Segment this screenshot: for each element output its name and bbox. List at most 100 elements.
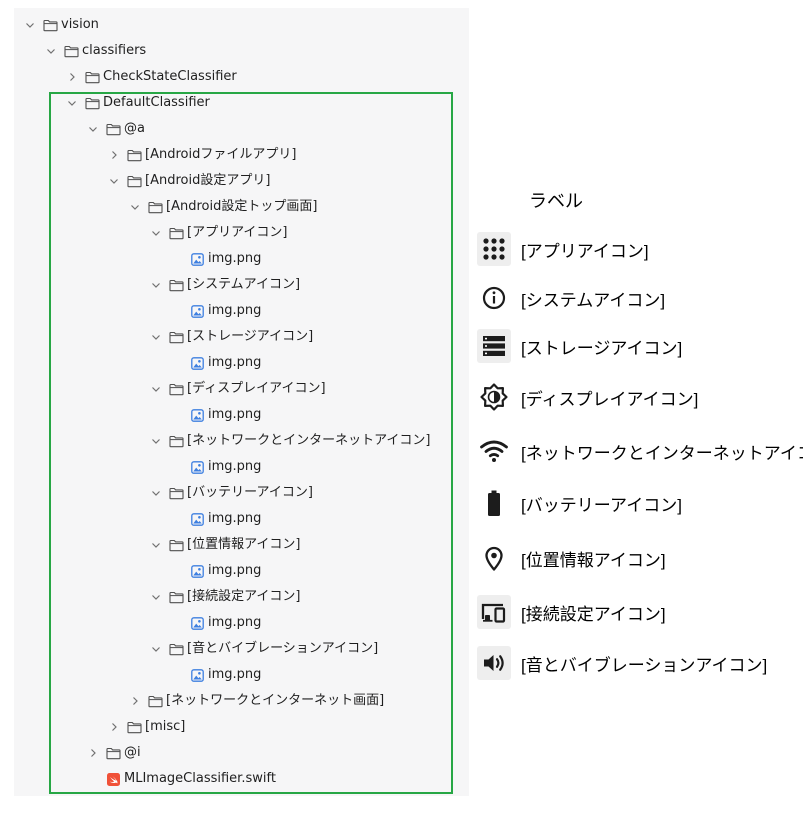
tree-folder-row[interactable]: [Androidファイルアプリ] [106,142,296,168]
tree-item-label: [バッテリーアイコン] [187,485,313,500]
image-file-icon [189,511,205,527]
chevron-down-icon[interactable] [148,589,164,605]
chevron-down-icon[interactable] [148,641,164,657]
legend-item-label: [音とバイブレーションアイコン] [521,655,768,675]
legend-item-label: [システムアイコン] [521,290,666,310]
tree-folder-row[interactable]: vision [22,12,99,38]
chevron-right-icon[interactable] [106,719,122,735]
tree-item-label: @a [124,121,145,136]
tree-file-row[interactable]: img.png [169,298,261,324]
chevron-right-icon[interactable] [127,693,143,709]
legend-title: ラベル [529,191,583,211]
tree-file-row[interactable]: img.png [169,662,261,688]
chevron-down-icon[interactable] [22,17,38,33]
legend-item-label: [アプリアイコン] [521,241,649,261]
chevron-down-icon[interactable] [43,43,59,59]
folder-icon [168,589,184,605]
tree-item-label: [位置情報アイコン] [187,537,301,552]
tree-file-row[interactable]: img.png [169,246,261,272]
chevron-down-icon[interactable] [127,199,143,215]
tree-folder-row[interactable]: [Android設定トップ画面] [127,194,317,220]
tree-file-row[interactable]: MLImageClassifier.swift [85,766,276,792]
tree-item-label: [ストレージアイコン] [187,329,314,344]
image-file-icon [189,251,205,267]
chevron-right-icon[interactable] [64,69,80,85]
chevron-down-icon[interactable] [148,329,164,345]
volume-icon [477,646,511,680]
chevron-down-icon[interactable] [64,95,80,111]
tree-item-label: [システムアイコン] [187,277,301,292]
tree-folder-row[interactable]: [接続設定アイコン] [148,584,301,610]
legend-item-label: [位置情報アイコン] [521,550,666,570]
folder-icon [168,433,184,449]
battery-icon [477,486,511,520]
folder-icon [105,745,121,761]
storage-icon [477,329,511,363]
tree-folder-row[interactable]: [ストレージアイコン] [148,324,313,350]
folder-icon [147,693,163,709]
image-file-icon [189,407,205,423]
tree-folder-row[interactable]: [システムアイコン] [148,272,300,298]
legend-item: [アプリアイコン] [477,232,649,266]
folder-icon [168,225,184,241]
tree-folder-row[interactable]: [ネットワークとインターネット画面] [127,688,384,714]
info-circle-icon [477,281,511,315]
apps-grid-icon [477,232,511,266]
tree-folder-row[interactable]: [バッテリーアイコン] [148,480,313,506]
legend-item: [ディスプレイアイコン] [477,380,698,414]
tree-item-label: [接続設定アイコン] [187,589,301,604]
chevron-down-icon[interactable] [85,121,101,137]
tree-item-label: DefaultClassifier [103,95,210,110]
legend-item: [バッテリーアイコン] [477,486,682,520]
tree-item-label: @i [124,745,141,760]
tree-folder-row[interactable]: [音とバイブレーションアイコン] [148,636,378,662]
tree-folder-row[interactable]: CheckStateClassifier [64,64,237,90]
tree-folder-row[interactable]: [Android設定アプリ] [106,168,270,194]
tree-item-label: img.png [208,459,262,474]
tree-folder-row[interactable]: @a [85,116,145,142]
tree-item-label: [ネットワークとインターネット画面] [166,693,385,708]
legend-item: [接続設定アイコン] [477,595,666,629]
tree-item-label: [ディスプレイアイコン] [187,381,326,396]
brightness-icon [477,380,511,414]
legend-item: [音とバイブレーションアイコン] [477,646,767,680]
chevron-down-icon[interactable] [148,277,164,293]
tree-file-row[interactable]: img.png [169,454,261,480]
tree-folder-row[interactable]: [アプリアイコン] [148,220,288,246]
image-file-icon [189,355,205,371]
tree-file-row[interactable]: img.png [169,610,261,636]
tree-folder-row[interactable]: classifiers [43,38,146,64]
folder-icon [63,43,79,59]
folder-icon [42,17,58,33]
chevron-right-icon[interactable] [106,147,122,163]
tree-file-row[interactable]: img.png [169,350,261,376]
folder-icon [84,95,100,111]
chevron-right-icon[interactable] [85,745,101,761]
folder-icon [126,147,142,163]
tree-file-row[interactable]: img.png [169,558,261,584]
chevron-down-icon[interactable] [148,381,164,397]
tree-folder-row[interactable]: [ネットワークとインターネットアイコン] [148,428,431,454]
tree-file-row[interactable]: img.png [169,506,261,532]
chevron-down-icon[interactable] [148,225,164,241]
tree-item-label: [音とバイブレーションアイコン] [187,641,379,656]
tree-folder-row[interactable]: [位置情報アイコン] [148,532,301,558]
chevron-down-icon[interactable] [148,537,164,553]
image-file-icon [189,615,205,631]
tree-item-label: classifiers [82,43,147,58]
tree-folder-row[interactable]: [misc] [106,714,185,740]
tree-folder-row[interactable]: DefaultClassifier [64,90,210,116]
tree-folder-row[interactable]: @i [85,740,141,766]
tree-item-label: img.png [208,667,262,682]
tree-file-row[interactable]: img.png [169,402,261,428]
chevron-down-icon[interactable] [148,485,164,501]
folder-icon [168,329,184,345]
connected-devices-icon [477,595,511,629]
tree-folder-row[interactable]: [ディスプレイアイコン] [148,376,326,402]
chevron-down-icon[interactable] [106,173,122,189]
legend-item: [ストレージアイコン] [477,329,682,363]
chevron-down-icon[interactable] [148,433,164,449]
folder-icon [168,537,184,553]
tree-item-label: img.png [208,511,262,526]
folder-icon [105,121,121,137]
